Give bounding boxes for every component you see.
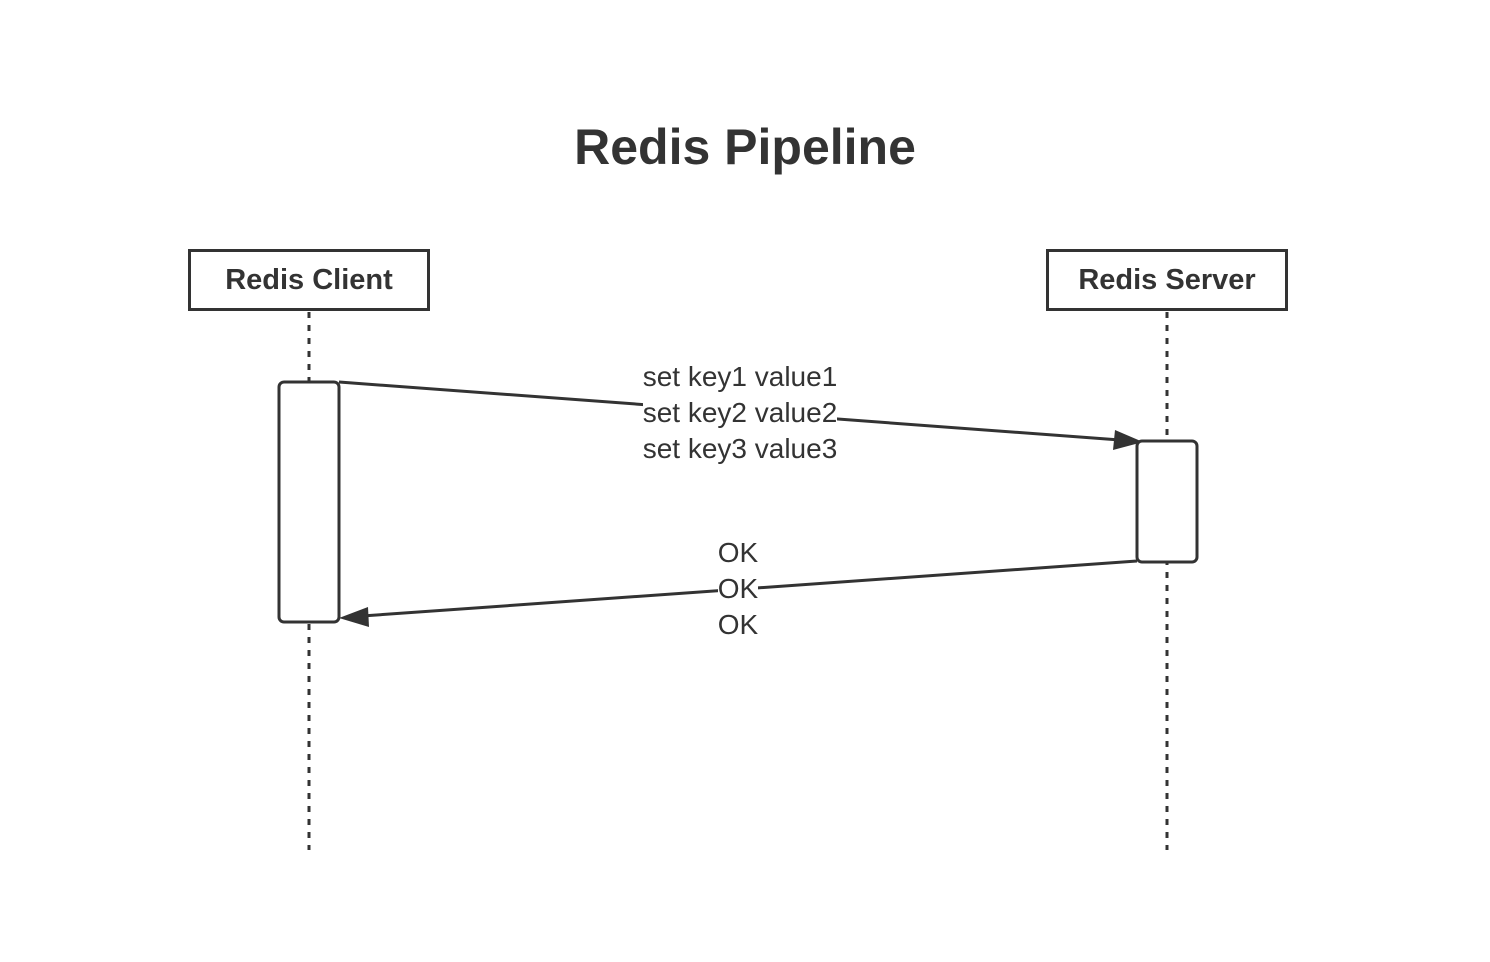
client-activation-box [277, 380, 341, 624]
participant-label: Redis Server [1078, 263, 1256, 296]
participant-redis-server: Redis Server [1046, 249, 1288, 311]
participant-label: Redis Client [225, 263, 393, 296]
response-arrowhead [339, 607, 369, 627]
request-message-label: set key1 value1 set key2 value2 set key3… [590, 359, 890, 467]
request-arrowhead [1113, 430, 1143, 450]
response-line: OK [717, 535, 759, 571]
request-line: set key1 value1 [642, 359, 838, 395]
server-activation-box [1135, 439, 1199, 564]
diagram-title: Redis Pipeline [574, 119, 916, 175]
request-line: set key2 value2 [642, 395, 838, 431]
response-message-label: OK OK OK [688, 535, 788, 643]
request-line: set key3 value3 [642, 431, 838, 467]
participant-redis-client: Redis Client [188, 249, 430, 311]
response-line: OK [717, 607, 759, 643]
response-line: OK [717, 571, 759, 607]
